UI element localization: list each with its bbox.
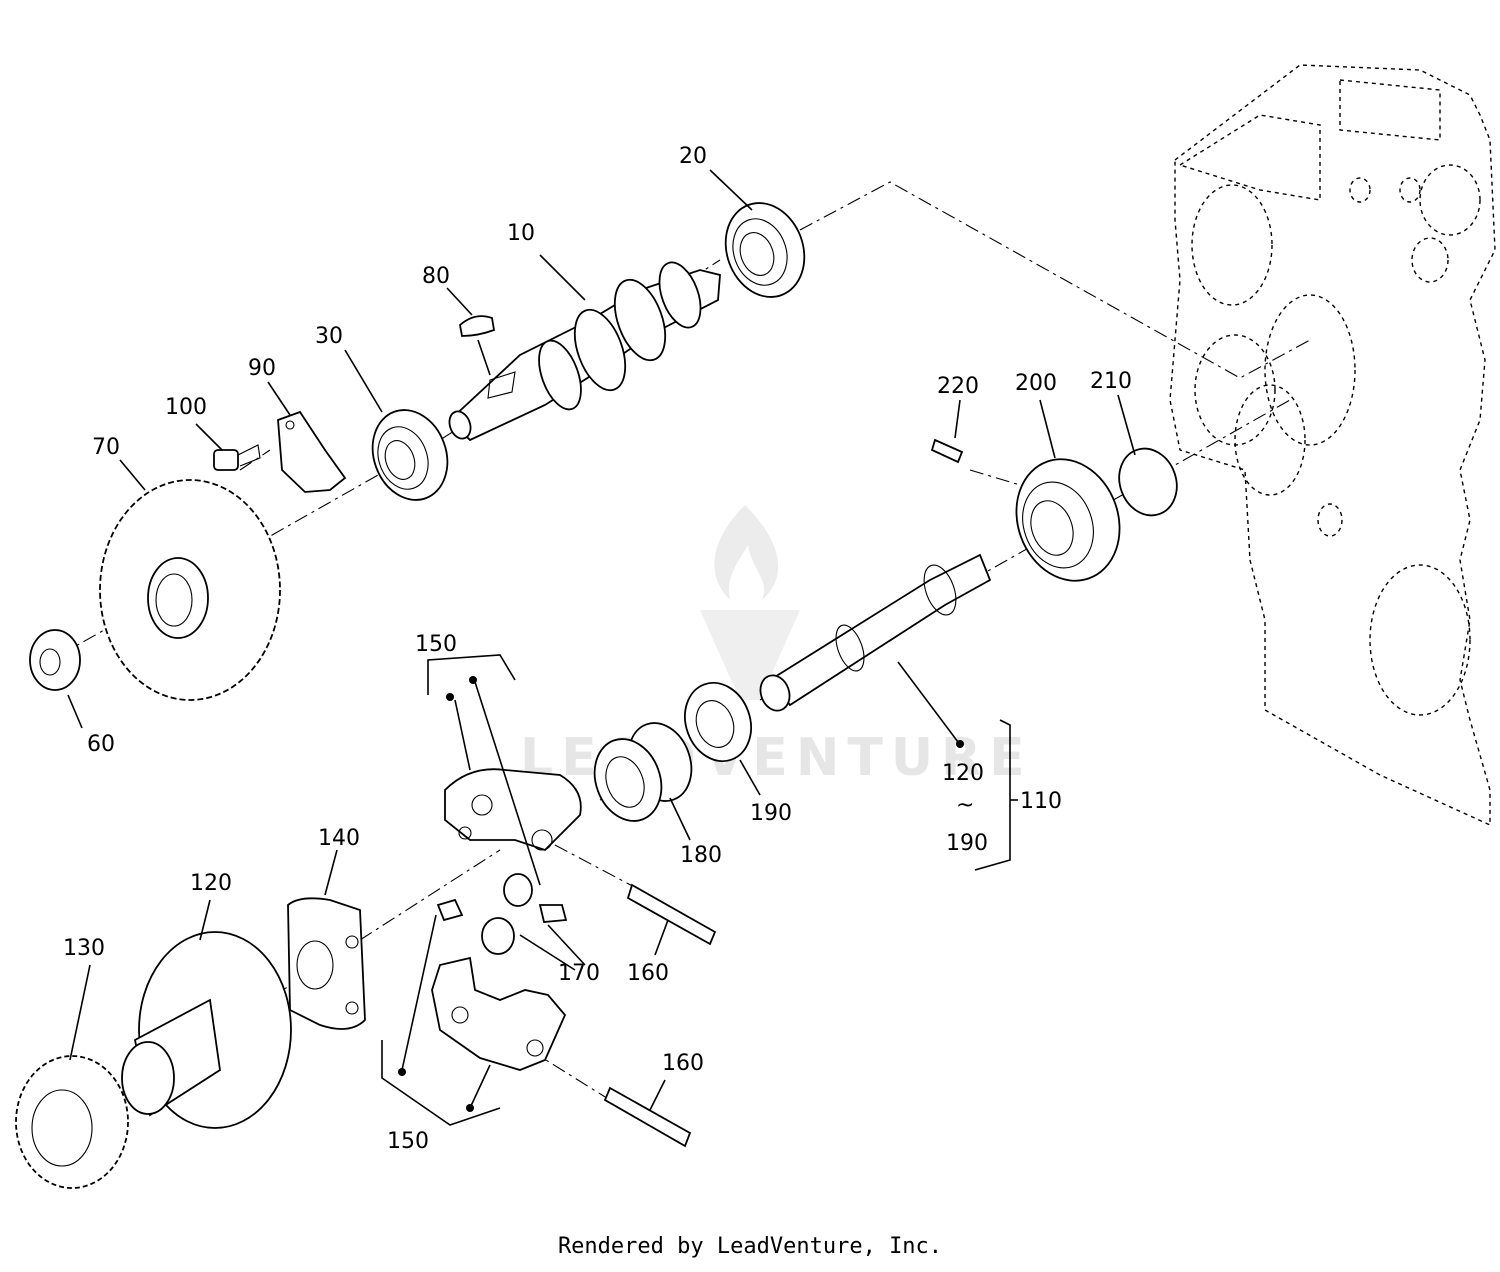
callout-30: 30 <box>315 324 343 349</box>
leadventure-watermark: LEADVENTURE <box>520 505 1025 788</box>
callout-190: 190 <box>750 801 792 826</box>
bearing-200 <box>1015 458 1121 582</box>
callout-120-range-start: 120 <box>942 761 984 786</box>
governor-weight-150-upper <box>444 768 582 852</box>
woodruff-key-80 <box>459 315 496 337</box>
leader-dots <box>398 676 964 1112</box>
gear-130 <box>15 1055 129 1189</box>
callout-70: 70 <box>92 435 120 460</box>
governor-weight-150-lower <box>431 956 567 1071</box>
callout-210: 210 <box>1090 369 1132 394</box>
callout-90: 90 <box>248 356 276 381</box>
callout-180: 180 <box>680 843 722 868</box>
callout-220: 220 <box>937 374 979 399</box>
governor-cup-120 <box>121 931 292 1129</box>
engine-block <box>1169 64 1496 827</box>
callout-160-upper: 160 <box>627 961 669 986</box>
bearing-30 <box>371 409 449 501</box>
callout-140: 140 <box>318 826 360 851</box>
callout-120: 120 <box>190 871 232 896</box>
washer-190 <box>684 681 752 763</box>
sleeve-180 <box>593 722 693 822</box>
callout-160-lower: 160 <box>662 1051 704 1076</box>
callout-80: 80 <box>422 264 450 289</box>
callout-200: 200 <box>1015 371 1057 396</box>
governor-shaft-120 <box>759 553 992 712</box>
callout-150-upper: 150 <box>415 632 457 657</box>
cam-gear-70 <box>99 479 281 701</box>
callout-labels: 20 10 80 30 90 100 70 60 220 200 210 120… <box>63 144 1132 1154</box>
set-screw-220 <box>930 438 964 464</box>
callout-20: 20 <box>679 144 707 169</box>
footer-credit: Rendered by LeadVenture, Inc. <box>557 1234 943 1259</box>
callout-110: 110 <box>1020 789 1062 814</box>
pin-160-upper <box>626 883 717 946</box>
bearing-20 <box>724 202 806 298</box>
leader-lines <box>67 169 1136 1126</box>
pins-170 <box>436 873 568 955</box>
callout-100: 100 <box>165 395 207 420</box>
callout-190-range-end: 190 <box>946 831 988 856</box>
bolt-100 <box>213 444 261 471</box>
callout-60: 60 <box>87 732 115 757</box>
callout-170: 170 <box>558 961 600 986</box>
callout-150-lower: 150 <box>387 1129 429 1154</box>
pin-160-lower <box>603 1086 692 1148</box>
block-140 <box>287 897 366 1030</box>
nut-60 <box>29 629 81 691</box>
callout-10: 10 <box>507 221 535 246</box>
callout-range-tilde: ~ <box>956 793 974 818</box>
callout-130: 130 <box>63 936 105 961</box>
circlip-210 <box>1118 447 1178 517</box>
retainer-plate-90 <box>277 410 347 493</box>
camshaft-10 <box>448 261 721 442</box>
